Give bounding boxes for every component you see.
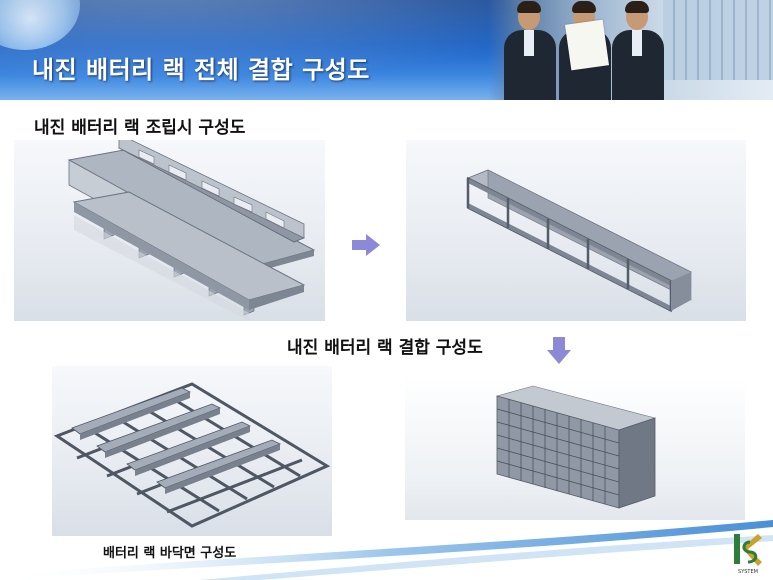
assembled-rack-image xyxy=(406,140,746,321)
rack-floor-frame-image xyxy=(52,366,332,536)
building-graphic xyxy=(663,0,773,80)
assembly-label: 내진 배터리 랙 조립시 구성도 xyxy=(34,118,246,138)
arrow-right-icon xyxy=(352,234,380,256)
logo-text: SYSTEM xyxy=(738,569,758,575)
arrow-down-icon xyxy=(547,337,571,364)
person-figure xyxy=(500,0,560,100)
person-figure xyxy=(608,0,668,100)
floor-label: 배터리 랙 바닥면 구성도 xyxy=(103,546,237,561)
combined-rack-cabinet-image xyxy=(405,376,745,520)
combined-label: 내진 배터리 랙 결합 구성도 xyxy=(287,338,483,358)
document-paper xyxy=(564,19,610,71)
bottom-swoosh-graphic xyxy=(0,520,773,580)
exploded-rack-image xyxy=(14,140,325,321)
header-banner: 내진 배터리 랙 전체 결합 구성도 xyxy=(0,0,773,100)
company-logo: SYSTEM xyxy=(734,534,762,575)
slide-title: 내진 배터리 랙 전체 결합 구성도 xyxy=(32,56,370,84)
